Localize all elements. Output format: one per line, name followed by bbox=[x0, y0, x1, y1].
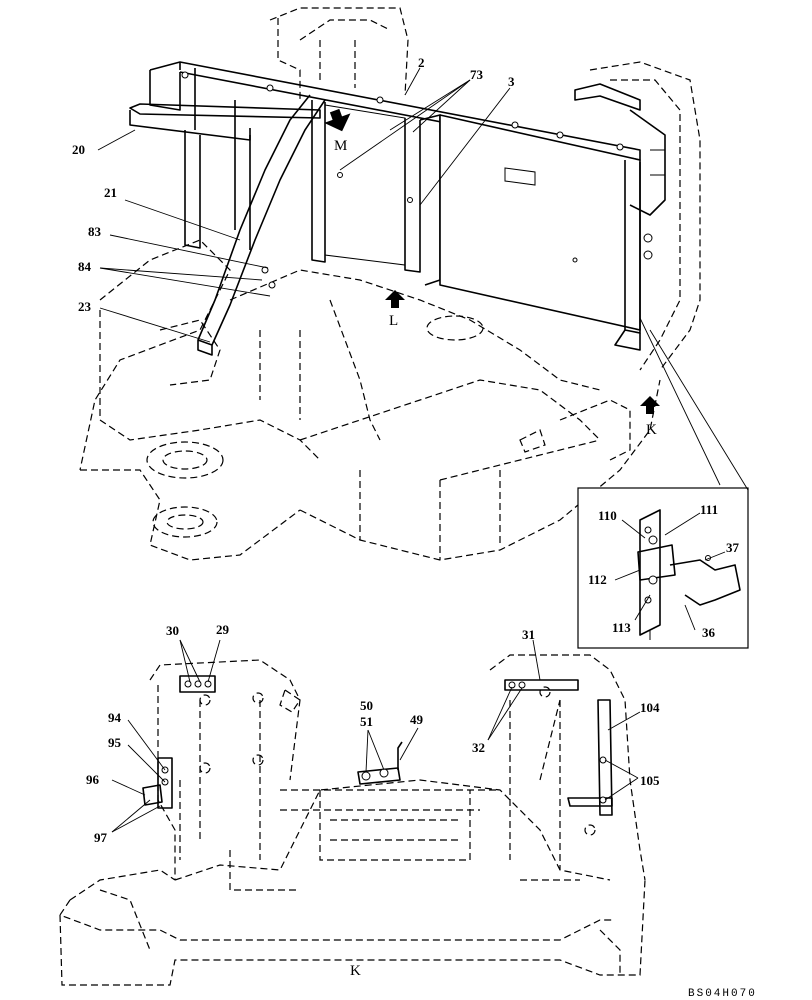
view-arrow-l: L bbox=[385, 290, 405, 329]
callout-51: 51 bbox=[360, 714, 373, 729]
callout-2: 2 bbox=[418, 55, 425, 70]
detail-inset bbox=[577, 317, 749, 649]
callout-29: 29 bbox=[216, 622, 230, 637]
drawing-code: BS04H070 bbox=[688, 988, 757, 1000]
view-arrow-k: K bbox=[640, 396, 660, 438]
callout-95: 95 bbox=[108, 735, 122, 750]
callout-94: 94 bbox=[108, 710, 122, 725]
view-label-m: M bbox=[334, 138, 347, 154]
callout-3: 3 bbox=[508, 74, 515, 89]
callout-96: 96 bbox=[86, 772, 100, 787]
callout-113: 113 bbox=[612, 620, 631, 635]
callout-37: 37 bbox=[726, 540, 740, 555]
callout-112: 112 bbox=[588, 572, 607, 587]
view-arrow-m: M bbox=[324, 108, 351, 154]
view-k-outline bbox=[59, 654, 646, 986]
guard-frame bbox=[129, 61, 666, 356]
callout-20: 20 bbox=[72, 142, 85, 157]
callout-23: 23 bbox=[78, 299, 92, 314]
callout-105: 105 bbox=[640, 773, 660, 788]
callout-36: 36 bbox=[702, 625, 716, 640]
callout-97: 97 bbox=[94, 830, 108, 845]
callout-84: 84 bbox=[78, 259, 92, 274]
leader-lines bbox=[97, 67, 726, 833]
view-label-l: L bbox=[389, 313, 398, 329]
view-k-parts bbox=[142, 675, 613, 816]
callout-labels: 2 73 3 20 21 83 84 23 110 111 37 112 113… bbox=[72, 55, 740, 845]
callout-83: 83 bbox=[88, 224, 102, 239]
view-title-k: K bbox=[350, 963, 361, 979]
callout-21: 21 bbox=[104, 185, 117, 200]
callout-30: 30 bbox=[166, 623, 179, 638]
callout-104: 104 bbox=[640, 700, 660, 715]
callout-50: 50 bbox=[360, 698, 373, 713]
callout-31: 31 bbox=[522, 627, 535, 642]
callout-111: 111 bbox=[700, 502, 718, 517]
view-label-k-arrow: K bbox=[646, 422, 657, 438]
callout-49: 49 bbox=[410, 712, 424, 727]
callout-73: 73 bbox=[470, 67, 484, 82]
callout-32: 32 bbox=[472, 740, 485, 755]
revolving-frame-outline bbox=[79, 7, 701, 561]
callout-110: 110 bbox=[598, 508, 617, 523]
